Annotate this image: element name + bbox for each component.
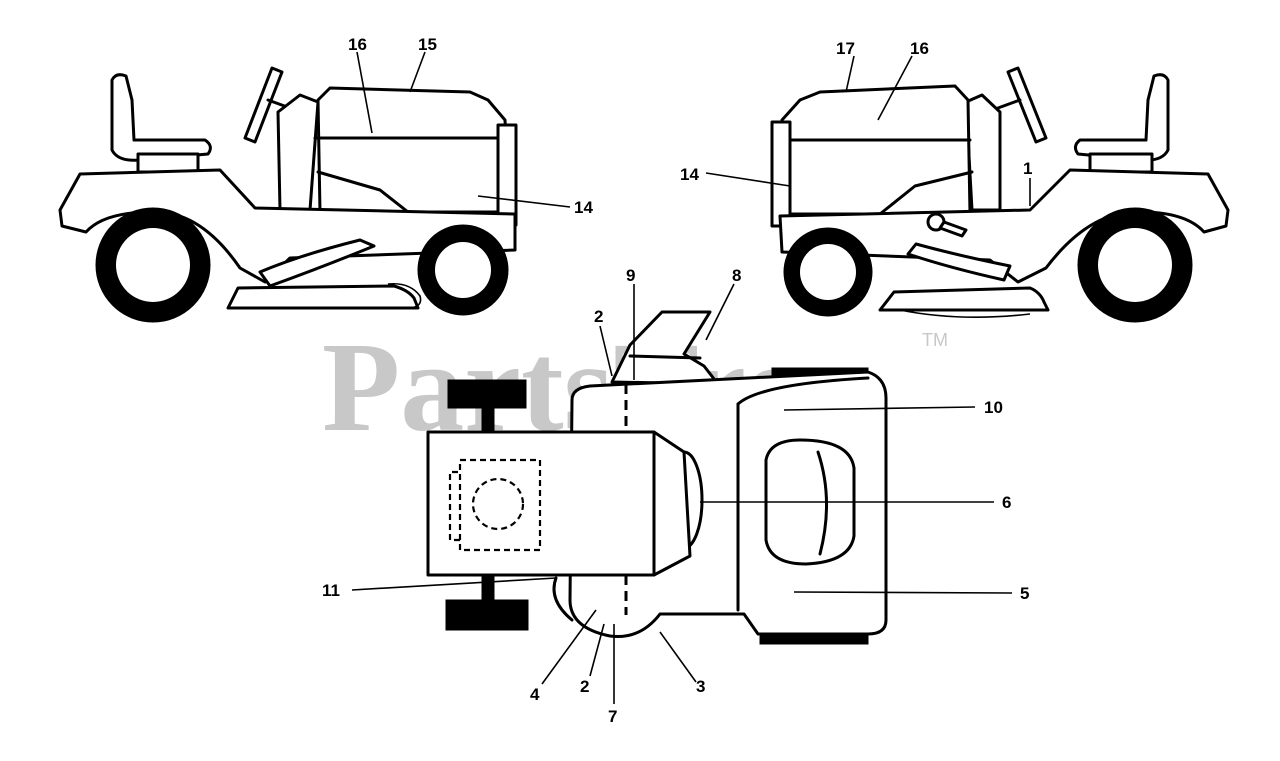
left-seat-base: [136, 152, 200, 174]
label-4: 4: [530, 685, 540, 704]
left-hood: [316, 86, 512, 214]
top-left-upper-tire: [447, 379, 527, 409]
label-left-16: 16: [348, 35, 367, 54]
right-mower-deck: [878, 286, 1050, 312]
label-10: 10: [984, 398, 1003, 417]
label-2-bottom: 2: [580, 677, 589, 696]
right-seat: [1073, 73, 1170, 162]
label-9: 9: [626, 266, 635, 285]
label-left-15: 15: [418, 35, 437, 54]
top-view: [426, 310, 888, 645]
left-steering-wheel: [243, 66, 284, 144]
right-hood: [776, 84, 972, 216]
label-11: 11: [322, 581, 340, 600]
top-seat-area: [426, 430, 692, 577]
left-seat: [110, 73, 212, 162]
label-6: 6: [1002, 493, 1011, 512]
label-left-14: 14: [574, 198, 593, 217]
left-mower-deck: [226, 284, 420, 310]
label-3: 3: [696, 677, 705, 696]
label-8: 8: [732, 266, 741, 285]
top-left-lower-tire: [445, 599, 529, 631]
right-steering-wheel: [1006, 66, 1048, 144]
leader-lines: [351, 51, 1031, 704]
watermark-trademark: TM: [922, 330, 948, 350]
label-2-top: 2: [594, 307, 603, 326]
left-mower-side-view: [58, 66, 518, 323]
right-mower-side-view: [770, 66, 1230, 323]
label-right-16: 16: [910, 39, 929, 58]
label-right-17: 17: [836, 39, 855, 58]
label-5: 5: [1020, 584, 1029, 603]
label-7: 7: [608, 707, 617, 726]
label-right-14: 14: [680, 165, 699, 184]
label-right-1: 1: [1023, 159, 1032, 178]
